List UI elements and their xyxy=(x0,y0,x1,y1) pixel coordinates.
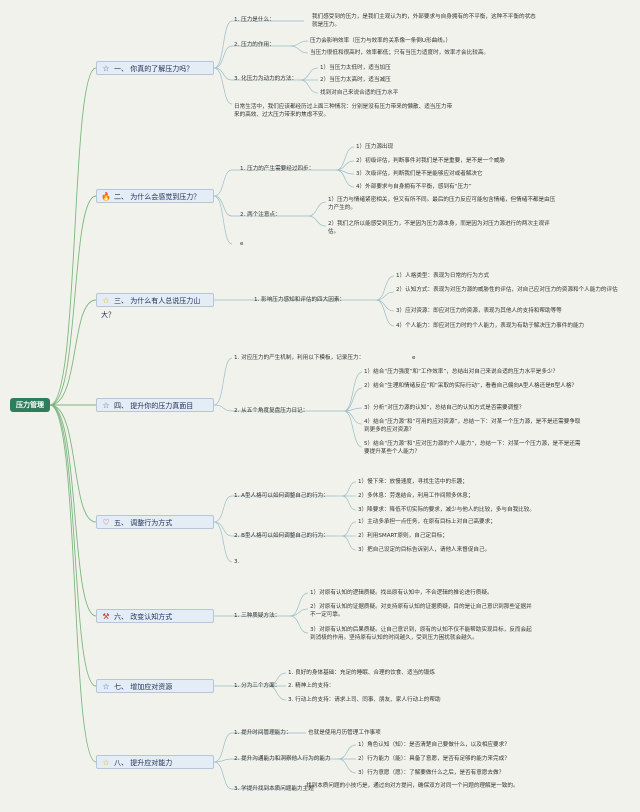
node-b2-1c[interactable]: 3）次级评估，判断我们是不是能够应对或者解决它 xyxy=(356,171,483,177)
node-b4-2a[interactable]: 1）结合“压力强度”和“工作效率”，总结出对自己来说合适的压力水平是多少？ xyxy=(364,369,559,375)
node-b1-2a[interactable]: 压力会影响效率（压力与效率的关系像一条倒U形曲线。） xyxy=(310,38,452,44)
node-b8-2c[interactable]: 3）行为意愿（愿）：了解要做什么之后，是否有意愿去做？ xyxy=(358,770,505,776)
node-b7-1[interactable]: 1. 分为三个方面： xyxy=(234,683,281,689)
node-b1-3b[interactable]: 2）当压力太高时，适当减压 xyxy=(320,77,391,83)
branch-3-label: 三、 为什么有人总说压力山大？ xyxy=(101,297,201,319)
node-b6-1[interactable]: 1. 三种质疑方法： xyxy=(234,613,281,619)
branch-7-label: 七、 增加应对资源 xyxy=(114,683,173,691)
node-b3-1[interactable]: 1. 影响压力感知和评估的四大因素： xyxy=(254,297,346,303)
node-b2-1[interactable]: 1. 压力的产生需要经过四步： xyxy=(240,166,315,172)
node-b8-2[interactable]: 2. 提升沟通能力和洞察他人行为的能力 xyxy=(234,756,331,762)
node-b5-2a[interactable]: 1）主动多承担一点任务，在原有目标上对自己高要求； xyxy=(358,519,496,525)
node-b1-1a[interactable]: 我们感受到的压力，是我们主观认为的，外部要求与自身拥有的不平衡，这种不平衡的状态… xyxy=(312,14,536,28)
node-b2-3[interactable]: e xyxy=(240,241,244,247)
branch-6-label: 六、 改变认知方式 xyxy=(114,613,173,621)
node-b2-1d[interactable]: 4）外部要求与自身拥有不平衡，感到有“压力” xyxy=(356,184,472,190)
star-icon: ☆ xyxy=(102,682,110,691)
node-b1-2b[interactable]: 当压力很低和很高时，效率都低；只有当压力适度时，效率才会比较高。 xyxy=(310,50,490,56)
node-b5-1b[interactable]: 2）多休息：劳逸结合，利用工作间隙多休息； xyxy=(358,493,474,499)
branch-2-label: 二、 为什么会感觉到压力？ xyxy=(114,193,201,201)
node-b7-1c[interactable]: 3. 行动上的支持：请求上司、同事、朋友、家人行动上的帮助 xyxy=(288,697,441,703)
node-b2-2b[interactable]: 2）我们之所以能感受到压力，不是因为压力源本身，而是因为对压力源进行的两次主观评… xyxy=(328,221,550,235)
node-b1-3c[interactable]: 找到对自己来说合适的压力水平 xyxy=(320,90,399,96)
node-b5-1a[interactable]: 1）慢下来：放慢速度，寻找生活中的乐趣； xyxy=(358,479,468,485)
branch-8-node[interactable]: ☆ 八、 提升应对能力 xyxy=(96,755,214,769)
node-b2-2a[interactable]: 1）压力与情绪紧密相关，但又有所不同。最后的压力反应可能包含情绪，但情绪不都是由… xyxy=(328,197,556,211)
node-b4-2e[interactable]: 5）结合“压力源”和“应对压力源的个人能力”，总结一下：对某一个压力源，是不是还… xyxy=(364,441,581,455)
node-b7-1b[interactable]: 2. 精神上的支持： xyxy=(288,683,335,689)
branch-4-label: 四、 提升你的压力真面目 xyxy=(114,402,194,410)
node-b8-2b[interactable]: 2）行为能力（能）：具备了意愿，是否有足够的能力来完成？ xyxy=(358,756,510,762)
node-b1-1[interactable]: 1. 压力是什么： xyxy=(234,17,275,23)
star-icon: ☆ xyxy=(102,296,110,305)
node-b8-3[interactable]: 3. 学提升找到本质问题能力主题 xyxy=(234,786,314,792)
node-b3-1b[interactable]: 2）认知方式：表现为对压力源的威胁性的评估，对自己应对压力的资源和个人能力的评估 xyxy=(396,287,618,293)
branch-7-node[interactable]: ☆ 七、 增加应对资源 xyxy=(96,679,214,693)
node-b1-2[interactable]: 2. 压力的作用： xyxy=(234,42,275,48)
node-b4-1e[interactable]: e xyxy=(412,355,416,361)
branch-8-label: 八、 提升应对能力 xyxy=(114,759,173,767)
node-b4-2d[interactable]: 4）结合“压力源”和“可用的应对资源”，总结一下：对某一个压力源，是不是还需要争… xyxy=(364,419,581,433)
node-b3-1d[interactable]: 4）个人能力：即应对压力时的个人能力，表现为有助于解决压力事件的能力 xyxy=(396,323,585,329)
node-b1-4[interactable]: 日常生活中，我们应该都经历过上面三种情况：分别是没有压力带来的懒散、适当压力带来… xyxy=(234,104,453,118)
branch-3-node[interactable]: ☆三、 为什么有人总说压力山大？ xyxy=(96,293,214,319)
node-b6-1b[interactable]: 2）对原有认知的证据质疑。对支持原有认知的证据质疑，目的是让自己意识到那些证据并… xyxy=(310,604,532,618)
fire-icon: 🔥 xyxy=(101,192,111,201)
node-b6-1c[interactable]: 3）对原有认知的后果质疑。让自己意识到，原有的认知不仅不能帮助实现目标，反而会起… xyxy=(310,627,532,641)
branch-1-node[interactable]: ☆ 一、 你真的了解压力吗？ xyxy=(96,61,214,75)
node-b5-2[interactable]: 2. B型人格可以如何调整自己的行为： xyxy=(234,533,329,539)
node-b5-2b[interactable]: 2）利用SMART原则，自己定目标； xyxy=(358,533,448,539)
node-b5-2c[interactable]: 3）把自己设定的目标告诉别人，请他人来督促自己。 xyxy=(358,547,491,553)
node-b4-2b[interactable]: 2）结合“生理和情绪反应”和“采取的实际行动”，看看自己偏向A型人格还是B型人格… xyxy=(364,383,578,389)
branch-6-node[interactable]: ⚒ 六、 改变认知方式 xyxy=(96,609,214,623)
branch-1-label: 一、 你真的了解压力吗？ xyxy=(114,65,194,73)
node-b4-1[interactable]: 1. 对应压力的产生机制，利用以下模板，记录压力： xyxy=(234,355,365,361)
node-b3-1a[interactable]: 1）人格类型：表现为日常的行为方式 xyxy=(396,273,490,279)
star-icon: ☆ xyxy=(102,401,110,410)
branch-5-label: 五、 调整行为方式 xyxy=(114,519,173,527)
star-icon: ☆ xyxy=(102,64,110,73)
node-b5-1[interactable]: 1. A型人格可以如何调整自己的行为： xyxy=(234,493,329,499)
node-b8-2a[interactable]: 1）角色认知（知）：是否清楚自己要做什么，以及相应要求？ xyxy=(358,742,510,748)
branch-4-node[interactable]: ☆ 四、 提升你的压力真面目 xyxy=(96,398,214,412)
heart-icon: ♡ xyxy=(102,518,110,527)
node-b6-1a[interactable]: 1）对原有认知的逻辑质疑。找出原有认知中，不合逻辑的推论进行质疑。 xyxy=(310,590,493,596)
branch-2-node[interactable]: 🔥二、 为什么会感觉到压力？ xyxy=(96,189,214,203)
node-b5-3[interactable]: 3. xyxy=(234,559,240,565)
node-b4-2c[interactable]: 3）分析“对压力源的认知”，总结自己的认知方式是否需要调整？ xyxy=(364,405,525,411)
node-b8-1a[interactable]: 也就是使用月历管理工作事项 xyxy=(308,730,381,736)
branch-5-node[interactable]: ♡ 五、 调整行为方式 xyxy=(96,515,214,529)
root-node[interactable]: 压力管理 xyxy=(10,398,50,412)
node-b5-1c[interactable]: 3）降要求：降低不切实际的要求，减少与他人的比较，多与自我比较。 xyxy=(358,507,535,513)
node-b7-1a[interactable]: 1. 良好的身体基础：充足的睡眠、合理的饮食、适当的锻炼 xyxy=(288,670,435,676)
tools-icon: ⚒ xyxy=(102,612,110,621)
node-b2-1b[interactable]: 2）初级评估，判断事件对我们是不是重要，是不是一个威胁 xyxy=(356,158,505,164)
node-b2-2[interactable]: 2. 两个注意点： xyxy=(240,212,281,218)
node-b8-3a[interactable]: 找到本质问题的小技巧是，通过向对方提问，确保双方对同一个问题的理解是一致的。 xyxy=(306,783,519,789)
node-b2-1a[interactable]: 1）压力源出现 xyxy=(356,144,394,150)
node-b1-3[interactable]: 3. 化压力为动力的方法： xyxy=(234,76,298,82)
node-b1-3a[interactable]: 1）当压力太低时，适当加压 xyxy=(320,65,391,71)
node-b4-2[interactable]: 2. 从五个角度复盘压力日记： xyxy=(234,408,309,414)
node-b3-1c[interactable]: 3）应对资源：即应对压力的资源，表现为其他人的支持和帮助等等 xyxy=(396,308,562,314)
star-icon: ☆ xyxy=(102,758,110,767)
node-b8-1[interactable]: 1. 提升时间管理能力： xyxy=(234,730,292,736)
